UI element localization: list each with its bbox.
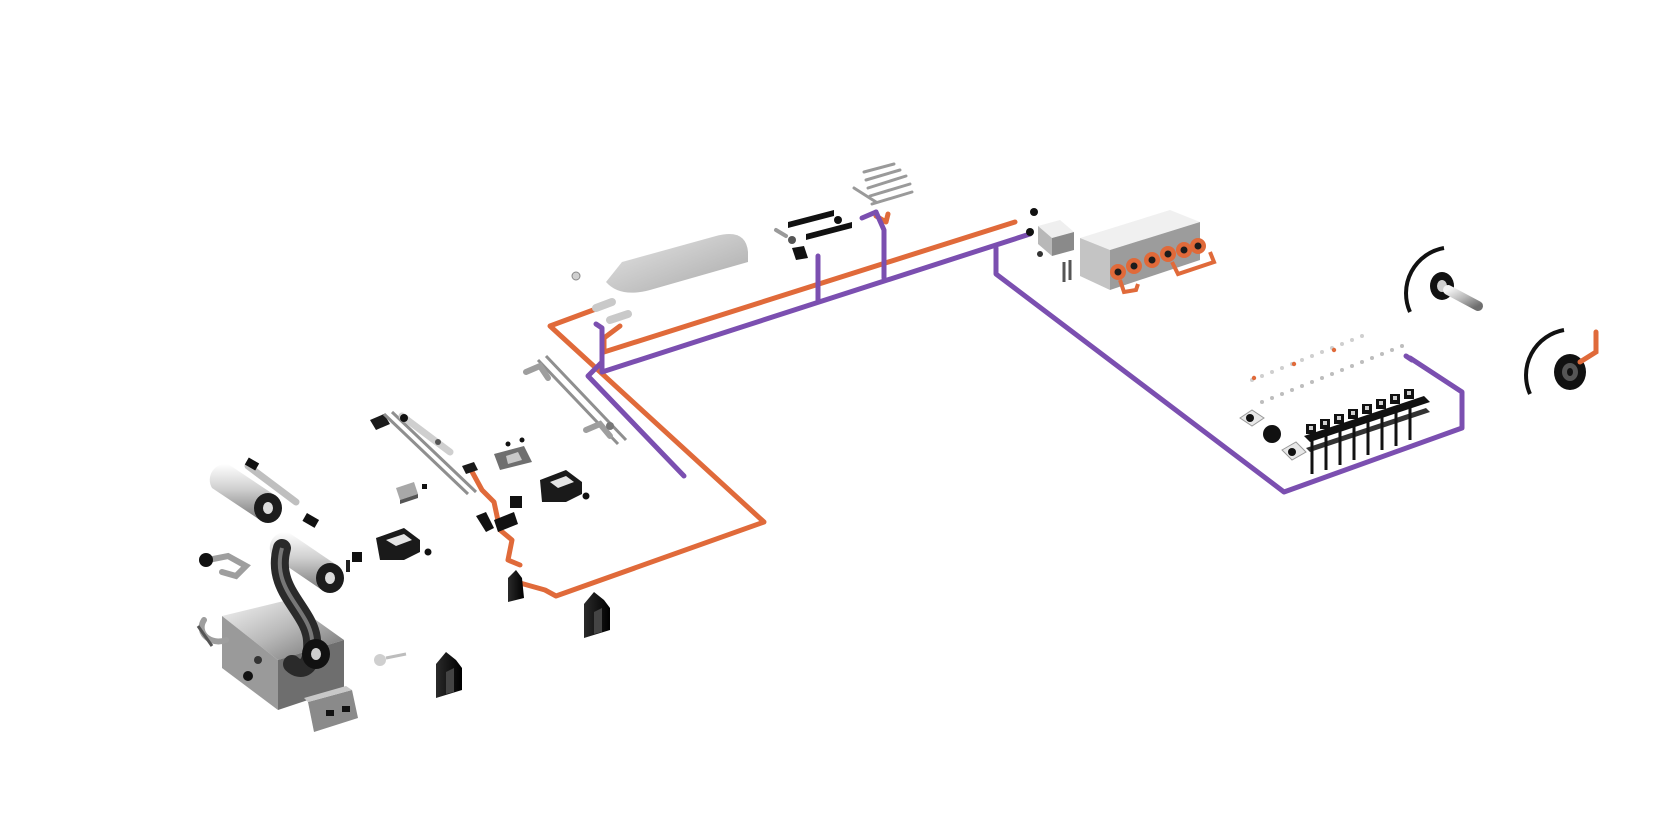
orange-cable — [467, 211, 1018, 599]
purple-cable — [585, 209, 1465, 495]
rod-assembly — [382, 271, 632, 496]
roller-assembly — [196, 457, 344, 677]
rotary-knob-upper — [1404, 246, 1483, 313]
terminal-blocks — [774, 210, 852, 260]
pin-header-assembly — [1239, 334, 1430, 474]
rounded-panel — [606, 234, 748, 293]
base-blocks — [436, 570, 610, 698]
rotary-knob-lower — [1524, 328, 1599, 395]
slotted-grille — [852, 162, 914, 206]
connector-array — [1026, 208, 1217, 295]
clip-parts — [346, 414, 590, 666]
